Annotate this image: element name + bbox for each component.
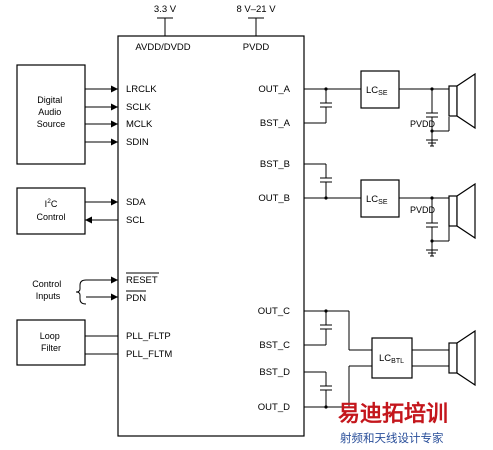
avdd-voltage-label: 3.3 V — [154, 4, 177, 15]
channel-c-output — [304, 309, 372, 351]
pin-sclk: SCLK — [126, 102, 151, 113]
pin-bst-b: BST_B — [260, 159, 290, 170]
channel-b-output — [304, 163, 361, 200]
pvdd-pin-label: PVDD — [243, 42, 270, 53]
channel-a-output — [304, 87, 361, 124]
pin-pll-fltm: PLL_FLTM — [126, 349, 172, 360]
i2c-control-block — [16, 187, 86, 235]
pin-out-d: OUT_D — [258, 402, 290, 413]
pvdd-supply: 8 V–21 V — [236, 4, 276, 36]
lc-se-b-label: LCSE — [366, 194, 388, 206]
speaker-b-icon — [448, 182, 476, 240]
channel-d-output — [304, 365, 372, 409]
pvdd-b-label: PVDD — [410, 205, 436, 215]
channel-a-speaker-wiring — [399, 87, 450, 147]
loop-filter-block — [16, 319, 86, 366]
pin-bst-a: BST_A — [260, 118, 291, 129]
pin-pdn: PDN — [126, 293, 146, 304]
pin-sda: SDA — [126, 197, 146, 208]
channel-b-speaker-wiring — [399, 196, 450, 257]
pin-out-b: OUT_B — [258, 193, 290, 204]
speaker-a-icon — [448, 72, 476, 130]
pvdd-a-label: PVDD — [410, 119, 436, 129]
btl-speaker-wiring — [412, 349, 449, 367]
speaker-btl-icon — [448, 329, 476, 387]
avdd-supply: 3.3 V — [154, 4, 177, 36]
digital-audio-source-label: Digital Audio Source — [37, 95, 66, 129]
main-ic-block — [117, 35, 305, 437]
avdd-dvdd-pin-label: AVDD/DVDD — [135, 42, 190, 53]
pin-reset: RESET — [126, 275, 158, 286]
pin-out-c: OUT_C — [258, 306, 290, 317]
pvdd-voltage-label: 8 V–21 V — [236, 4, 276, 15]
control-inputs-label: Control Inputs — [32, 279, 64, 301]
watermark-subtitle: 射频和天线设计专家 — [340, 431, 444, 445]
audio-bus-arrows — [85, 85, 118, 146]
pin-mclk: MCLK — [126, 119, 153, 130]
i2c-label: I2C — [45, 198, 58, 209]
pin-pll-fltp: PLL_FLTP — [126, 331, 171, 342]
lc-se-filter-a — [360, 70, 400, 109]
control-inputs-brace — [75, 279, 87, 305]
loop-filter-label: Loop Filter — [40, 331, 63, 353]
pin-lrclk: LRCLK — [126, 84, 157, 95]
pin-scl: SCL — [126, 215, 144, 226]
watermark-title: 易迪拓培训 — [338, 401, 448, 426]
lc-se-a-label: LCSE — [366, 85, 388, 97]
pin-sdin: SDIN — [126, 137, 149, 148]
pin-bst-d: BST_D — [259, 367, 290, 378]
pin-bst-c: BST_C — [259, 340, 290, 351]
i2c-control-label: Control — [36, 212, 65, 222]
digital-audio-source-block — [16, 64, 86, 165]
lc-btl-filter — [371, 337, 413, 379]
lc-btl-label: LCBTL — [379, 353, 404, 365]
pin-out-a: OUT_A — [258, 84, 290, 95]
